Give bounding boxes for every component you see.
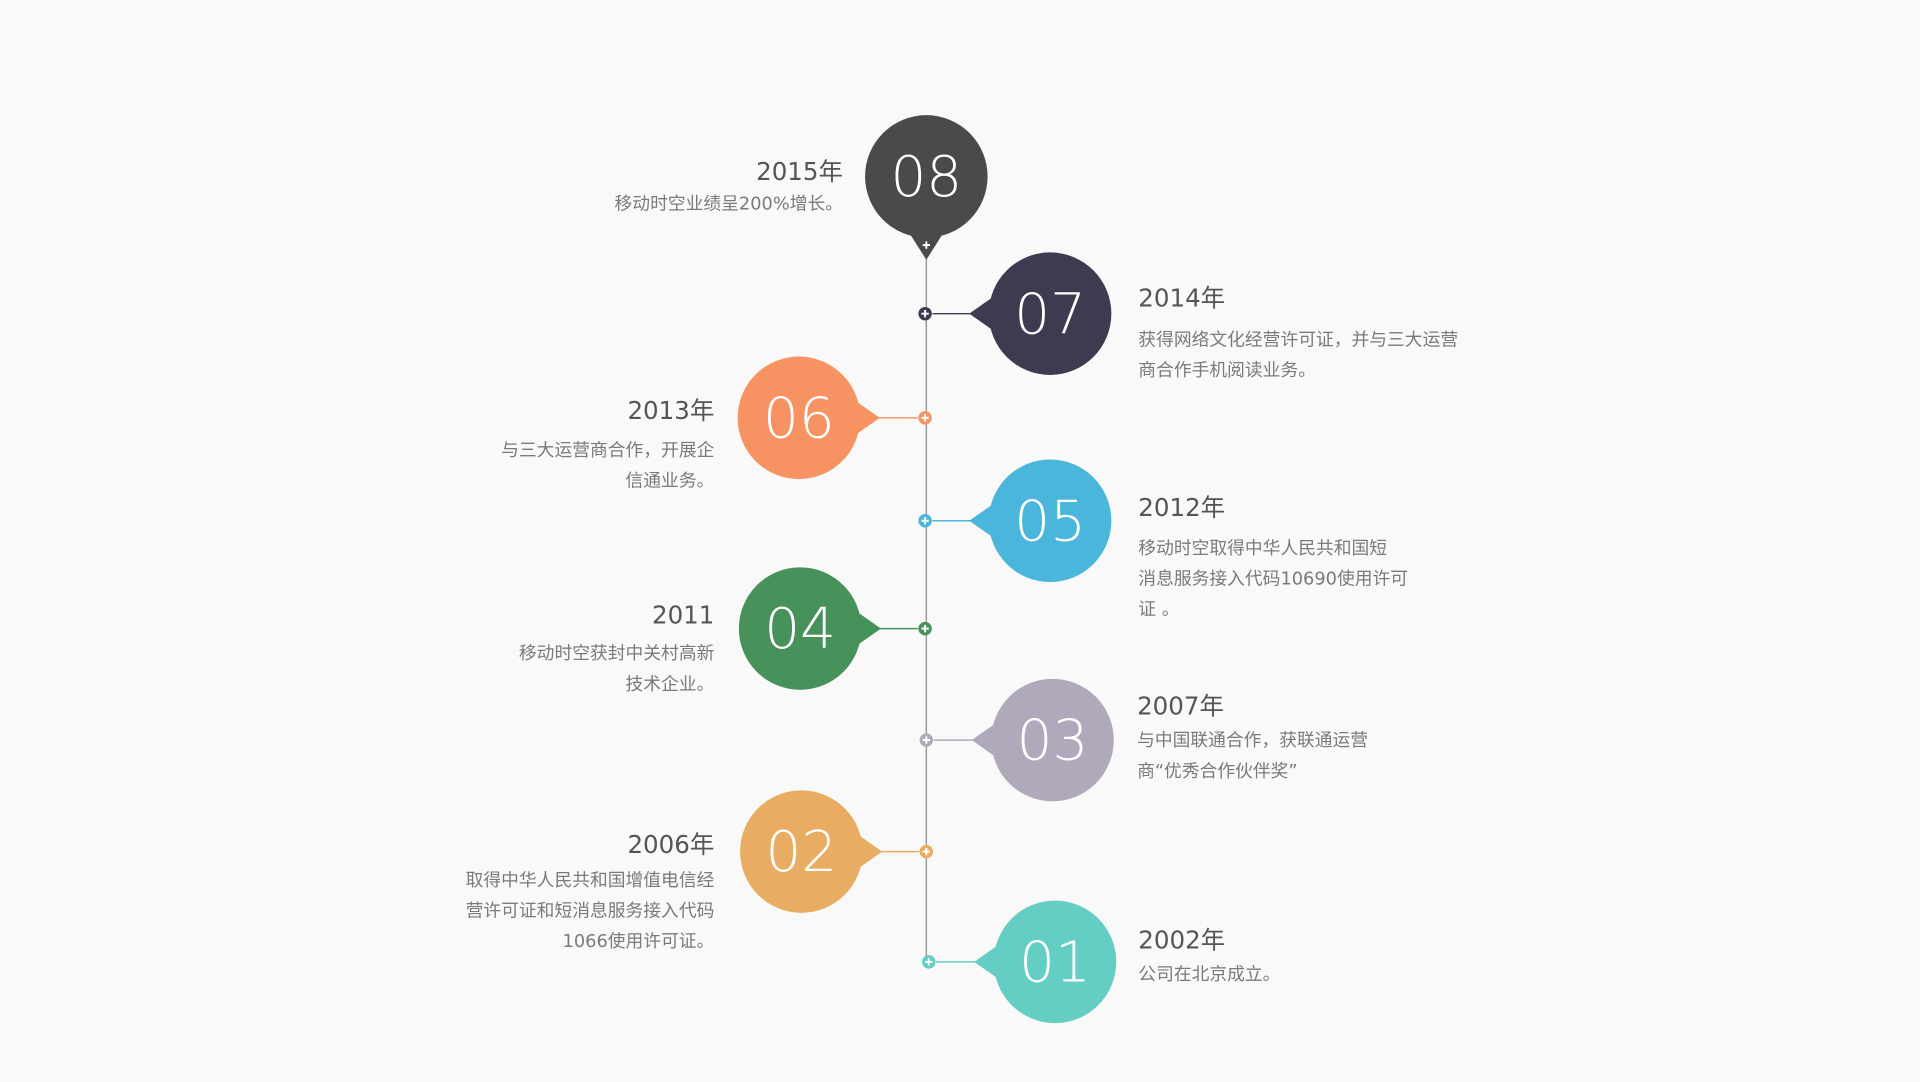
- milestone-05-number: 05: [1014, 489, 1086, 554]
- milestone-04-bubble: [738, 567, 862, 690]
- milestone-08-description: 移动时空业绩呈200%增长。: [614, 194, 844, 215]
- milestone-05-description: 移动时空取得中华人民共和国短 消息服务接入代码10690使用许可 证 。: [1138, 539, 1409, 621]
- milestone-06: 06: [737, 356, 932, 480]
- milestone-04-description: 移动时空获封中关村高新 技术企业。: [518, 644, 715, 695]
- milestone-02-pointer: [857, 834, 883, 869]
- milestone-03-number: 03: [1017, 709, 1089, 774]
- milestone-02-year: 2006年: [627, 829, 715, 859]
- milestone-07-bubble: [988, 252, 1112, 375]
- milestone-02-description: 取得中华人民共和国增值电信经 营许可证和短消息服务接入代码 1066使用许可证。: [465, 871, 715, 953]
- milestone-02: 02: [740, 790, 934, 913]
- milestone-06-bubble: [737, 356, 861, 480]
- milestone-03-pointer: [971, 722, 997, 758]
- milestone-06-description: 与三大运营商合作，开展企 信通业务。: [501, 441, 715, 492]
- milestone-08: 08: [865, 115, 988, 260]
- milestone-06-number: 06: [763, 386, 835, 451]
- milestone-01-number: 01: [1019, 930, 1091, 995]
- milestone-01-year: 2002年: [1138, 925, 1226, 955]
- plus-circle-icon: [919, 733, 934, 747]
- milestone-05-bubble: [988, 459, 1112, 583]
- milestone-01: 01: [922, 900, 1117, 1024]
- milestone-08-bubble: [865, 115, 988, 238]
- milestone-08-number: 08: [890, 145, 962, 210]
- milestone-03: 03: [919, 678, 1114, 802]
- milestone-05-pointer: [969, 503, 994, 538]
- milestone-01-bubble: [993, 900, 1117, 1024]
- milestone-04-year: 2011: [651, 600, 715, 630]
- milestone-04-pointer: [856, 611, 881, 646]
- milestone-02-bubble: [740, 790, 863, 913]
- milestone-06-year: 2013年: [627, 395, 715, 426]
- milestone-03-description: 与中国联通合作，获联通运营 商“优秀合作伙伴奖”: [1137, 731, 1369, 782]
- milestone-01-pointer: [974, 944, 999, 980]
- milestone-06-pointer: [855, 400, 880, 435]
- milestone-05-year: 2012年: [1138, 492, 1226, 522]
- milestone-01-description: 公司在北京成立。: [1138, 965, 1281, 986]
- milestone-08-year: 2015年: [756, 156, 844, 187]
- milestone-03-year: 2007年: [1137, 691, 1224, 721]
- milestone-03-bubble: [991, 678, 1114, 802]
- plus-circle-icon: [922, 955, 936, 969]
- milestone-07-description: 获得网络文化经营许可证，并与三大运营 商合作手机阅读业务。: [1138, 330, 1459, 382]
- plus-circle-icon: [918, 306, 932, 321]
- milestone-07-number: 07: [1014, 282, 1086, 347]
- plus-circle-icon: [918, 514, 932, 528]
- milestone-04-number: 04: [764, 597, 836, 662]
- milestone-02-number: 02: [765, 820, 837, 885]
- milestone-07: 07: [918, 252, 1112, 375]
- milestone-07-year: 2014年: [1138, 283, 1226, 313]
- milestone-07-pointer: [969, 296, 994, 331]
- plus-circle-icon: [918, 621, 932, 636]
- plus-circle-icon: [919, 238, 934, 252]
- plus-circle-icon: [918, 411, 932, 425]
- plus-circle-icon: [919, 844, 934, 859]
- milestone-04: 04: [738, 567, 932, 690]
- milestone-05: 05: [918, 459, 1112, 583]
